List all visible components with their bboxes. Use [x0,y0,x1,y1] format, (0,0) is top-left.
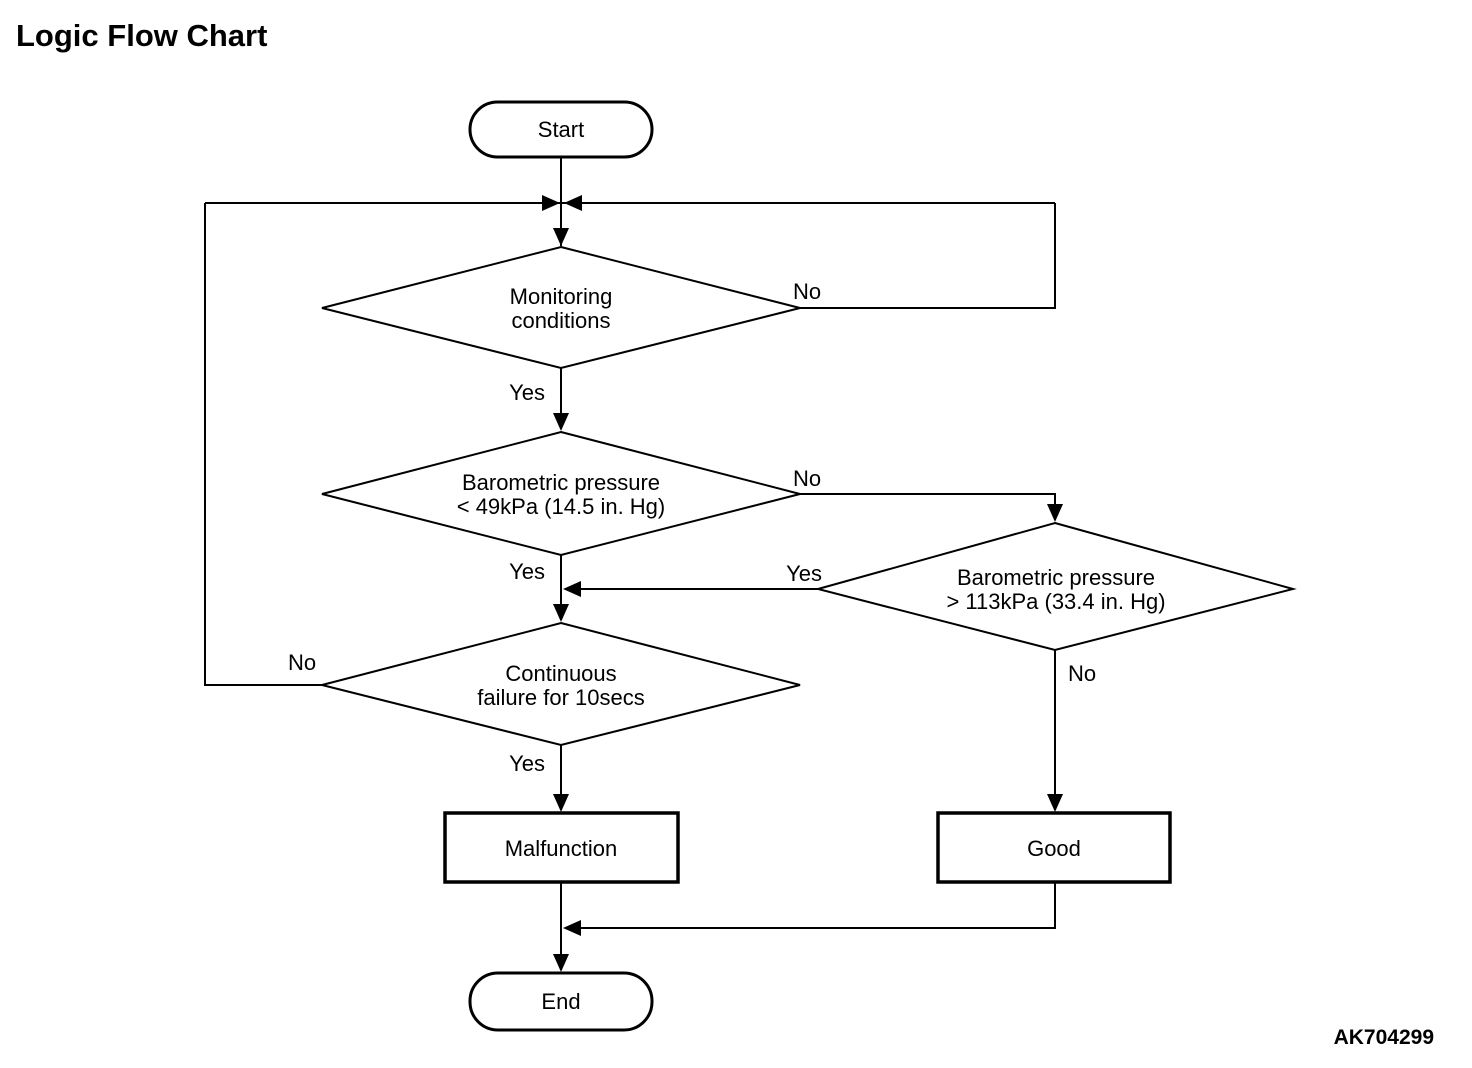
edge-baro-low-no [800,493,1056,520]
edge-label-failure-yes: Yes [509,751,545,776]
arrowhead-left-loop-into-junction [542,195,560,211]
arrowhead-into-failure-timer [553,604,569,622]
edge-label-baro-low-no: No [793,466,821,491]
node-end-shape [468,971,654,1032]
node-failure-timer-label-line2: failure for 10secs [477,685,645,710]
node-baro-high-label-line1: Barometric pressure [957,565,1155,590]
node-end-label: End [541,989,580,1014]
arrowhead-right-loop-into-junction [564,195,582,211]
arrowhead-into-malfunction [553,794,569,812]
edge-label-monitoring-no: No [793,279,821,304]
node-baro-low-label-line2: < 49kPa (14.5 in. Hg) [457,494,666,519]
edge-failure-no-loop [204,203,322,686]
node-monitoring-label-line2: conditions [511,308,610,333]
node-baro-low-shape [321,430,801,557]
arrowhead-into-good [1047,794,1063,812]
edge-label-baro-low-yes: Yes [509,559,545,584]
node-baro-high-label-line2: > 113kPa (33.4 in. Hg) [946,589,1165,614]
edge-labels: No Yes No Yes Yes No No Yes [288,279,1096,776]
figure-code: AK704299 [1334,1026,1434,1049]
node-start-label: Start [538,117,584,142]
edge-label-monitoring-yes: Yes [509,380,545,405]
arrowhead-baro-high-yes-merge [563,581,581,597]
node-monitoring-label-line1: Monitoring [510,284,613,309]
edge-label-baro-high-no: No [1068,661,1096,686]
arrowheads [542,195,1063,972]
arrowhead-into-monitoring [553,228,569,246]
edge-label-failure-no: No [288,650,316,675]
edge-good-merge [566,882,1056,929]
page-title: Logic Flow Chart [16,18,268,53]
node-good-shape [936,811,1172,884]
node-shapes [321,100,1297,1032]
node-baro-high-shape [814,521,1297,652]
node-labels: Start Monitoring conditions Barometric p… [457,117,1166,1014]
edge-monitoring-no-loop [800,203,1056,309]
node-baro-low-label-line1: Barometric pressure [462,470,660,495]
arrowhead-good-merge [563,920,581,936]
arrowhead-into-baro-low [553,413,569,431]
node-start-shape [468,100,654,159]
node-malfunction-shape [443,811,680,884]
node-malfunction-label: Malfunction [505,836,618,861]
node-monitoring-shape [321,245,801,370]
arrowhead-into-baro-high [1047,504,1063,522]
arrowhead-into-end [553,954,569,972]
node-failure-timer-label-line1: Continuous [505,661,616,686]
node-failure-timer-shape [321,621,801,747]
edge-label-baro-high-yes: Yes [786,561,822,586]
node-good-label: Good [1027,836,1081,861]
